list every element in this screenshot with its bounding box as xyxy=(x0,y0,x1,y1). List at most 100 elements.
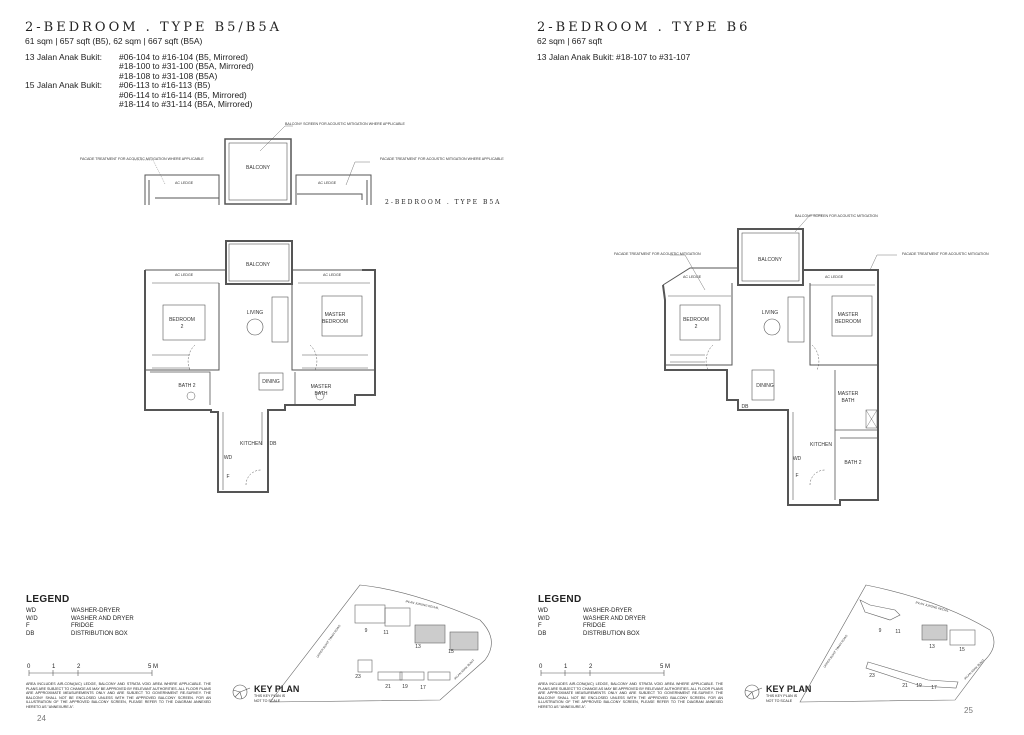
key-plan-title: KEY PLAN xyxy=(766,684,812,694)
key-plan-block: 23 xyxy=(355,674,361,680)
room-master-bedroom-2: BEDROOM xyxy=(835,319,861,325)
plan-title-b5: 2-BEDROOM . TYPE B5/B5A xyxy=(25,20,282,35)
legend-heading: LEGEND xyxy=(538,594,582,605)
road-label: UPPER BUKIT TIMAH ROAD xyxy=(316,623,342,658)
unit-list-b5: 13 Jalan Anak Bukit: #06-104 to #16-104 (… xyxy=(25,52,254,109)
legend-desc: FRIDGE xyxy=(583,623,606,629)
unit-range: #06-113 to #16-113 (B5) xyxy=(119,80,211,91)
key-plan-block: 15 xyxy=(959,647,965,653)
callout-facade-left: FACADE TREATMENT FOR ACOUSTIC MITIGATION xyxy=(614,252,701,256)
road-label: JALAN JURONG KECHIL xyxy=(915,600,950,613)
key-plan-block: 19 xyxy=(402,684,408,690)
legend-desc: FRIDGE xyxy=(71,623,94,629)
room-master-bath: MASTER xyxy=(838,391,859,397)
key-plan-caption-left: KEY PLAN THIS KEY PLAN IS NOT TO SCALE xyxy=(254,684,299,703)
legend-abbr: WD xyxy=(26,608,36,614)
scale-tick: 1 xyxy=(52,664,56,670)
key-plan-block: 15 xyxy=(448,649,454,655)
road-label: JALAN ANAK BUKIT xyxy=(963,658,986,681)
b5-floor-plan xyxy=(144,240,376,493)
room-ac-ledge: AC LEDGE xyxy=(683,275,702,279)
legend-abbr: DB xyxy=(26,630,35,637)
disclaimer: AREA INCLUDES AIR-CON/(A/C) LEDGE, BALCO… xyxy=(26,682,211,709)
road-label: JALAN ANAK BUKIT xyxy=(453,658,476,681)
room-ac-ledge: AC LEDGE xyxy=(323,273,342,277)
key-plan-block: 21 xyxy=(385,684,391,690)
plan-title-b6: 2-BEDROOM . TYPE B6 xyxy=(537,20,751,35)
room-bath2: BATH 2 xyxy=(844,460,861,466)
room-master-bedroom-2: BEDROOM xyxy=(322,319,348,325)
room-balcony: BALCONY xyxy=(758,257,783,263)
callout-facade-left: FACADE TREATMENT FOR ACOUSTIC MITIGATION… xyxy=(80,157,204,161)
page-number: 25 xyxy=(964,706,973,715)
key-plan-block: 9 xyxy=(879,628,882,634)
unit-range: #06-104 to #16-104 (B5, Mirrored) xyxy=(119,52,248,62)
room-master-bath: MASTER xyxy=(311,384,332,390)
legend-abbr: W/D xyxy=(538,615,550,622)
room-ac-ledge: AC LEDGE xyxy=(175,273,194,277)
key-plan-note: THIS KEY PLAN IS NOT TO SCALE xyxy=(766,694,798,703)
callout-facade-right: FACADE TREATMENT FOR ACOUSTIC MITIGATION xyxy=(902,252,989,256)
room-living: LIVING xyxy=(247,310,264,316)
unit-range: #18-100 to #31-100 (B5A, Mirrored) xyxy=(119,61,254,72)
room-bedroom2: BEDROOM xyxy=(169,317,195,323)
key-plan-block: 9 xyxy=(365,628,368,634)
unit-block-label: 15 Jalan Anak Bukit: xyxy=(25,80,103,91)
room-kitchen: KITCHEN xyxy=(810,442,832,448)
legend-desc: DISTRIBUTION BOX xyxy=(583,630,640,637)
plan-area-b6: 62 sqm | 667 sqft xyxy=(537,36,603,46)
legend-heading: LEGEND xyxy=(26,594,70,605)
scale-tick: 2 xyxy=(589,664,593,670)
legend-desc: WASHER AND DRYER xyxy=(71,615,134,622)
scale-tick: 0 xyxy=(539,664,543,670)
room-master-bedroom: MASTER xyxy=(838,312,859,318)
scale-tick: 2 xyxy=(77,664,81,670)
key-plan-block: 21 xyxy=(902,683,908,689)
room-fridge: F xyxy=(795,473,798,479)
key-plan-block: 19 xyxy=(916,683,922,689)
key-plan-block: 11 xyxy=(895,629,900,635)
north-arrow-icon xyxy=(744,684,760,700)
room-balcony: BALCONY xyxy=(246,262,271,268)
key-plan-right xyxy=(799,584,995,703)
b5a-partial-plan xyxy=(133,125,372,205)
room-ac-ledge: AC LEDGE xyxy=(825,275,844,279)
unit-range: #18-107 to #31-107 xyxy=(616,52,691,62)
scale-tick: 1 xyxy=(564,664,568,670)
room-living: LIVING xyxy=(762,310,779,316)
scale-bar-left xyxy=(28,670,153,676)
key-plan-caption-right: KEY PLAN THIS KEY PLAN IS NOT TO SCALE xyxy=(766,684,811,703)
room-dining: DINING xyxy=(756,383,774,389)
key-plan-block: 13 xyxy=(415,644,421,650)
callout-facade-right: FACADE TREATMENT FOR ACOUSTIC MITIGATION… xyxy=(380,157,504,161)
key-plan-left xyxy=(269,584,492,703)
room-fridge: F xyxy=(226,474,229,480)
callout-balcony-screen: BALCONY SCREEN FOR ACOUSTIC MITIGATION W… xyxy=(285,122,405,126)
unit-range: #18-108 to #31-108 (B5A) xyxy=(119,70,218,81)
legend-desc: WASHER-DRYER xyxy=(583,608,633,614)
unit-block-label: 13 Jalan Anak Bukit: xyxy=(25,52,103,62)
room-master-bath-2: BATH xyxy=(315,391,328,397)
key-plan-block: 11 xyxy=(383,630,388,636)
room-kitchen: KITCHEN xyxy=(240,441,262,447)
legend-desc: WASHER-DRYER xyxy=(71,608,121,614)
key-plan-block: 13 xyxy=(929,644,935,650)
legend-abbr: WD xyxy=(538,608,548,614)
unit-block-label: 13 Jalan Anak Bukit: xyxy=(537,52,615,62)
north-arrow-icon xyxy=(232,684,248,700)
b6-floor-plan xyxy=(662,214,897,506)
callout-balcony-screen: BALCONY SCREEN FOR ACOUSTIC MITIGATION xyxy=(795,214,878,218)
key-plan-block: 17 xyxy=(420,685,426,691)
room-ac-ledge: AC LEDGE xyxy=(318,181,337,185)
room-bedroom2: BEDROOM xyxy=(683,317,709,323)
room-db: DB xyxy=(270,441,278,447)
page-number: 24 xyxy=(37,714,46,723)
road-label: JALAN JURONG KECHIL xyxy=(405,599,440,610)
room-dining: DINING xyxy=(262,379,280,385)
room-ac-ledge: AC LEDGE xyxy=(175,181,194,185)
scale-bar-right xyxy=(540,670,665,676)
room-master-bedroom: MASTER xyxy=(325,312,346,318)
